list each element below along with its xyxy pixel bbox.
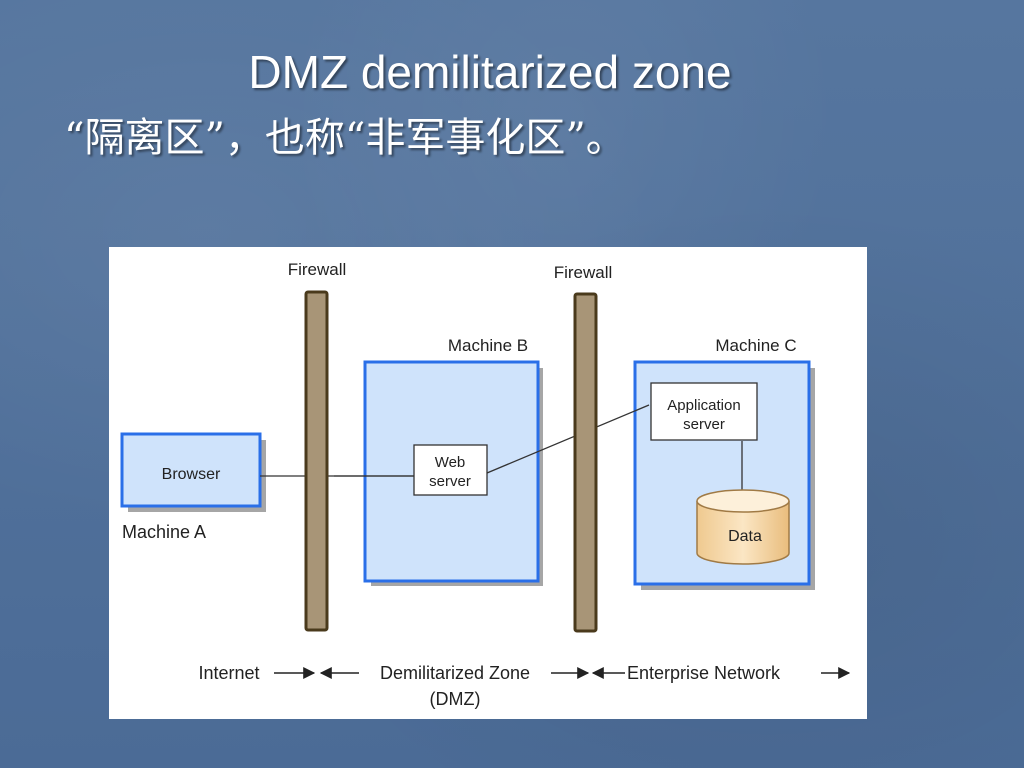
database-label: Data [728,528,762,545]
diagram-canvas: Firewall Firewall Machine B Machine C Br… [120,260,851,709]
zone-dmz-label-line2: (DMZ) [430,689,481,709]
firewall-right [573,292,598,633]
machine-a-label: Machine A [122,522,206,542]
browser-label: Browser [162,466,221,483]
firewall-left-label: Firewall [288,260,347,279]
zone-internet-label: Internet [198,663,259,683]
database-icon [696,489,790,565]
zone-dmz-label-line1: Demilitarized Zone [380,663,530,683]
app-server-label-line1: Application [667,397,740,414]
dmz-diagram: Firewall Firewall Machine B Machine C Br… [109,247,867,719]
web-server-label-line1: Web [435,454,466,471]
webserver-to-appserver-line [486,404,650,474]
slide-subtitle: “隔离区”，也称“非军事化区”。 [64,115,626,161]
app-server-label-line2: server [683,416,725,433]
machine-b-label: Machine B [448,336,528,355]
zone-enterprise-label: Enterprise Network [627,663,781,683]
firewall-left [304,290,329,632]
machine-c-label: Machine C [715,336,796,355]
slide-title: DMZ demilitarized zone [248,46,732,98]
firewall-right-label: Firewall [554,263,613,282]
web-server-box [413,444,488,496]
machine-a-box [120,432,262,508]
application-server-box [650,382,758,441]
web-server-label-line2: server [429,473,471,490]
